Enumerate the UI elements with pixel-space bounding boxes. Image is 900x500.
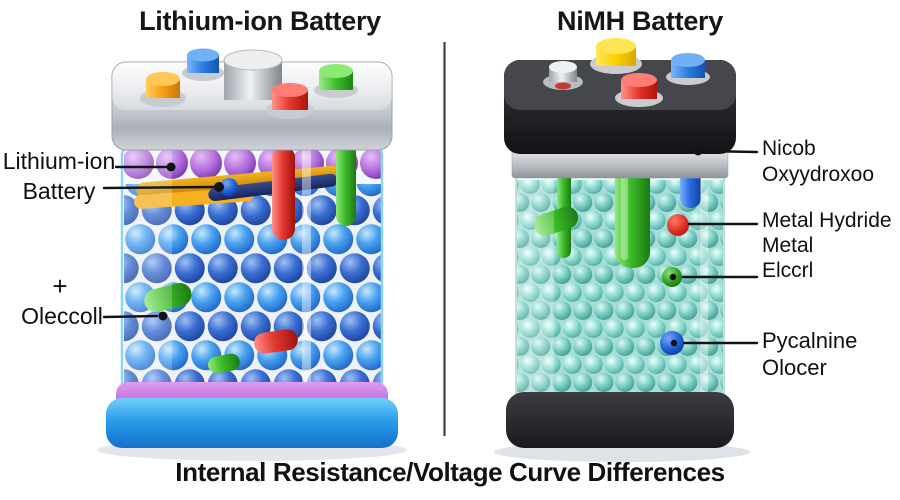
right-battery-interior [516,150,724,406]
red-terminal-button-nimh [615,73,663,107]
green-capsule [144,282,192,313]
callout-line-oleccoll [102,314,159,319]
label-nickel-line1: Nicob [762,137,816,160]
blue-terminal-button-nimh [666,53,710,85]
small-green-capsule [208,353,240,374]
label-separator-line1: Pycalnine [762,328,858,353]
label-hydride-line3: Elccrl [762,259,814,282]
label-metal-hydride: Metal Hydride Metal Elccrl [762,208,900,283]
red-terminal-button [266,83,314,119]
red-capsule [254,329,298,354]
label-nickel-oxyhydroxide: Nicob Oxyydroxoo [762,136,897,188]
green-terminal-rod [336,148,356,226]
callout-dot-nickel [693,146,703,156]
green-terminal-button [314,64,358,98]
red-terminal-rod [272,148,295,240]
label-hydride-line2: Metal [762,234,814,257]
callout-dot-oleccoll [158,311,168,321]
lithium-battery-illustration [97,48,407,461]
blue-base [106,398,398,448]
callout-line-nickel [700,149,759,154]
left-battery-interior [124,148,382,396]
nimh-battery-illustration [494,38,750,462]
green-capsule-nimh [534,206,579,236]
orange-terminal-button [140,72,186,107]
label-plus-sign: + [52,271,68,301]
black-base [506,392,734,448]
right-title: NiMH Battery [557,6,723,36]
label-lithium-ion-line1: Lithium-ion [2,148,116,174]
label-lithium-ion-line2: Battery [22,178,96,204]
callout-dot-battery [214,182,224,192]
yellow-terminal-button [590,38,642,74]
right-battery-cap [504,38,736,154]
callout-dot-lithium-ion [166,162,176,172]
bottom-caption: Internal Resistance/Voltage Curve Differ… [175,457,725,487]
callout-leaders [102,146,759,345]
blue-capsule-end [220,178,238,196]
label-separator-line2: Olocer [762,355,827,380]
label-oleccoll: Oleccoll [21,303,103,329]
label-separator: Pycalnine Olocer [762,327,897,381]
silver-terminal-button [543,61,583,90]
left-title: Lithium-ion Battery [139,6,381,36]
label-lithium-ion-battery: Lithium-ion Battery [0,146,118,206]
label-hydride-line1: Metal Hydride [762,209,892,232]
center-silver-terminal [223,49,283,100]
blue-terminal-button [182,48,224,81]
label-nickel-line2: Oxyydroxoo [762,163,875,186]
red-marker-sphere [667,214,689,236]
callout-line-battery [102,185,215,190]
left-battery-cap [111,48,393,151]
